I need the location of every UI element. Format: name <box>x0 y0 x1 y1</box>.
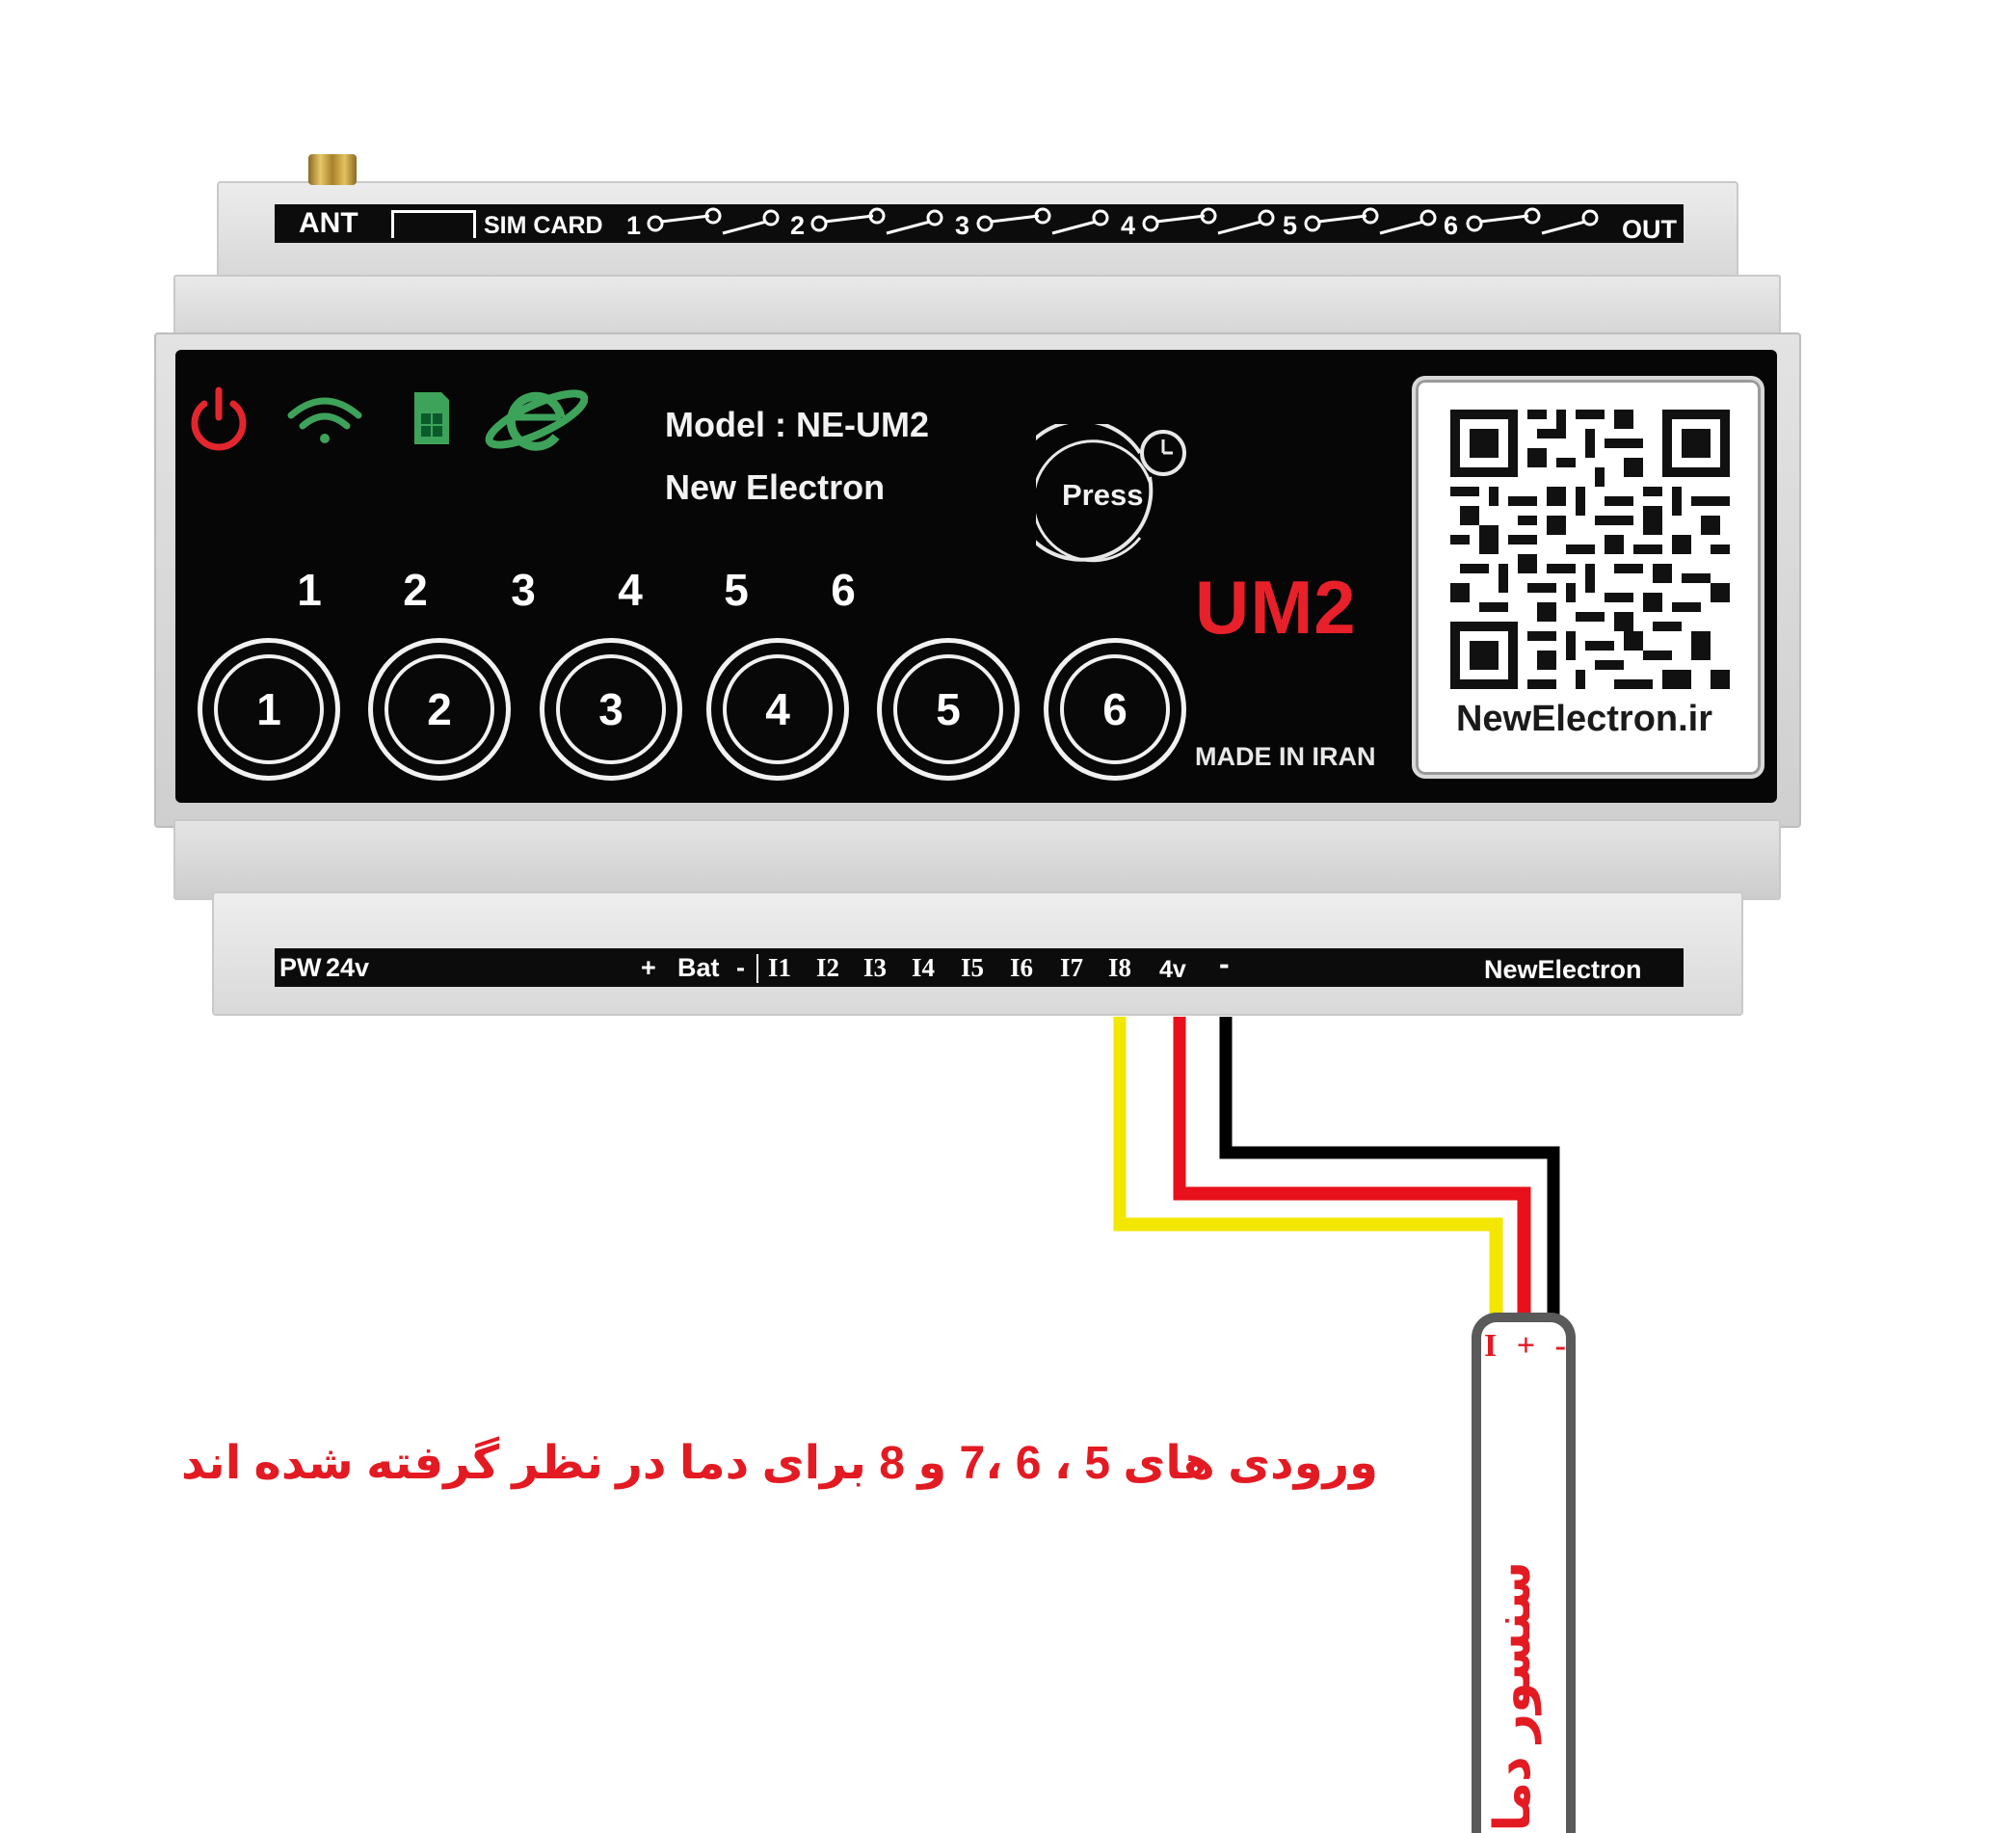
sim-icon <box>414 392 449 444</box>
relay-contact-icon <box>976 207 1109 235</box>
channel-button-label: 5 <box>893 654 1003 764</box>
negative-wire <box>1219 1017 1562 1315</box>
bat-plus-label: + <box>641 953 656 982</box>
relay-contact-icon <box>647 207 780 235</box>
channel-button-label: 4 <box>723 654 833 764</box>
temperature-sensor <box>1472 1313 1576 1833</box>
channel-number: 5 <box>724 565 749 615</box>
input-label: I5 <box>961 953 985 982</box>
channel-button-1[interactable]: 1 <box>198 638 340 781</box>
signal-wire <box>1113 1017 1504 1315</box>
input-label: I6 <box>1010 953 1034 982</box>
made-in-label: MADE IN IRAN <box>1195 742 1376 771</box>
input-label: I3 <box>863 953 888 982</box>
input-label: I4 <box>912 953 936 982</box>
strip-brand-label: NewElectron <box>1484 955 1642 984</box>
sim-slot-icon <box>391 210 476 238</box>
channel-button-3[interactable]: 3 <box>540 638 682 781</box>
channel-number: 1 <box>297 565 322 615</box>
input-label: I8 <box>1108 953 1132 982</box>
relay-5-label: 5 <box>1283 211 1298 240</box>
relay-2-label: 2 <box>790 211 806 240</box>
power-icon <box>191 386 247 451</box>
relay-3-label: 3 <box>955 211 970 240</box>
bottom-terminal-strip <box>275 948 1684 987</box>
antenna-connector <box>308 154 357 185</box>
channel-number: 2 <box>403 565 428 615</box>
input-label: I7 <box>1060 953 1084 982</box>
housing-shoulder-bottom <box>173 819 1781 900</box>
sensor-pins-label: I + - <box>1484 1328 1572 1364</box>
input-label: I1 <box>768 953 792 982</box>
relay-1-label: 1 <box>626 211 642 240</box>
channel-button-label: 2 <box>385 654 494 764</box>
relay-contact-icon <box>810 207 943 235</box>
out-label: OUT <box>1622 215 1677 244</box>
gnd-label: - <box>1219 946 1230 981</box>
channel-number: 4 <box>618 565 643 615</box>
bat-label: Bat <box>677 953 720 982</box>
v4-label: 4v <box>1159 956 1186 983</box>
model-label: Model : NE-UM2 <box>665 405 929 444</box>
sim-card-label: SIM CARD <box>484 212 603 239</box>
channel-button-4[interactable]: 4 <box>706 638 849 781</box>
voltage-label: 24v <box>326 953 370 982</box>
website-label: NewElectron.ir <box>1455 699 1713 739</box>
relay-contact-icon <box>1466 207 1599 235</box>
relay-4-label: 4 <box>1121 211 1136 240</box>
channel-button-label: 1 <box>214 654 324 764</box>
channel-button-6[interactable]: 6 <box>1044 638 1186 781</box>
status-icons <box>191 386 588 451</box>
brand-label: New Electron <box>665 467 886 507</box>
positive-wire <box>1173 1017 1532 1315</box>
press-label: Press <box>1062 478 1144 512</box>
relay-6-label: 6 <box>1444 211 1459 240</box>
bat-minus-label: - <box>736 953 745 982</box>
input-label: I2 <box>816 953 840 982</box>
channel-number: 6 <box>831 565 856 615</box>
channel-button-5[interactable]: 5 <box>877 638 1020 781</box>
sensor-name-label: سنسور دما <box>1485 1561 1541 1832</box>
internet-icon <box>485 389 588 451</box>
wifi-icon <box>287 397 362 443</box>
channel-button-2[interactable]: 2 <box>368 638 511 781</box>
qr-code-icon[interactable] <box>1450 410 1730 689</box>
relay-contact-symbols <box>647 207 1599 235</box>
relay-contact-icon <box>1304 207 1437 235</box>
press-button[interactable] <box>1036 424 1190 569</box>
channel-button-label: 3 <box>556 654 666 764</box>
strip-divider <box>756 954 758 983</box>
ant-label: ANT <box>299 207 358 239</box>
temperature-inputs-note: ورودی های 5 ، 6 ،7 و 8 برای دما در نظر گ… <box>180 1438 1378 1489</box>
relay-contact-icon <box>1142 207 1275 235</box>
channel-number: 3 <box>511 565 536 615</box>
product-name: UM2 <box>1195 565 1357 650</box>
power-label: PW <box>279 953 322 982</box>
channel-button-label: 6 <box>1060 654 1170 764</box>
